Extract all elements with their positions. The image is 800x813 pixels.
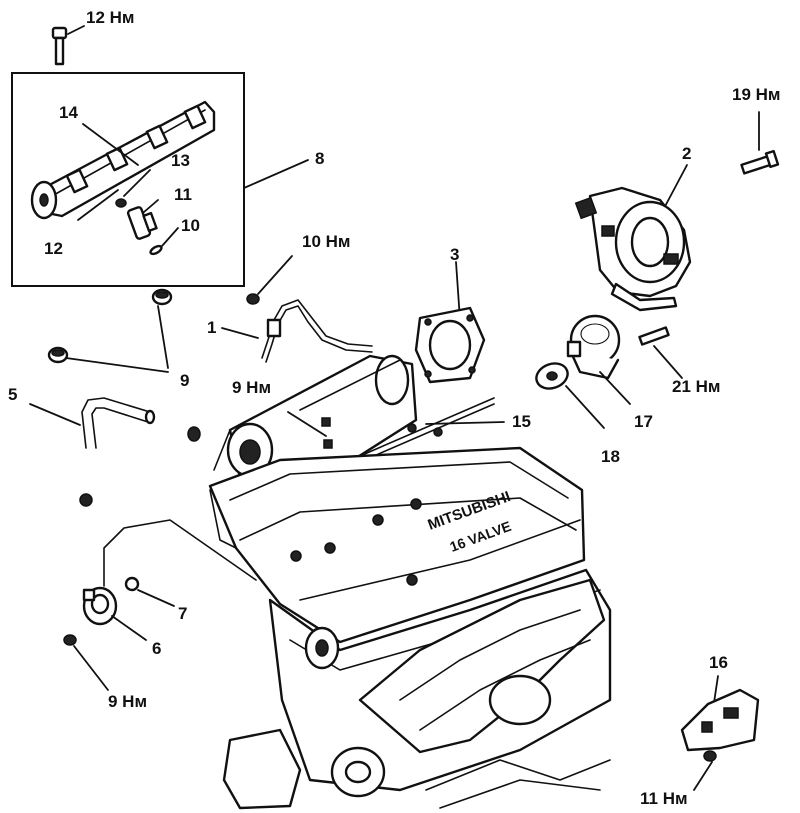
fuel-rail-inset	[11, 72, 309, 287]
callout-label: 17	[634, 412, 653, 431]
callout-label: 10	[181, 216, 200, 235]
bolt-12nm	[51, 25, 85, 66]
small-fitting	[79, 493, 93, 507]
callout-label: 12	[44, 239, 63, 258]
callout-label: 6	[152, 639, 162, 658]
callout-label: 9	[180, 371, 190, 390]
callout-label: 1	[207, 318, 217, 337]
callout-label: 11	[174, 185, 192, 204]
callout-label: 3	[450, 245, 460, 264]
pressure-regulator	[63, 519, 257, 691]
callout-label: 19 Нм	[732, 85, 781, 104]
bolt-19nm	[740, 111, 780, 175]
callout-label: 18	[601, 447, 620, 466]
callout-label: 14	[59, 103, 78, 122]
callout-label: 12 Нм	[86, 8, 135, 27]
callout-label: 9 Нм	[232, 378, 272, 397]
hose-5	[29, 397, 156, 449]
plugs-9	[47, 288, 173, 373]
callout-label: 11 Нм	[640, 789, 688, 808]
callout-label: 8	[315, 149, 325, 168]
callout-label: 15	[512, 412, 531, 431]
throttle-gasket	[414, 261, 486, 384]
engine-block	[208, 429, 612, 810]
bolt-10nm	[246, 255, 293, 305]
callout-label: 2	[682, 144, 692, 163]
bracket-16	[680, 675, 760, 791]
callout-label: 5	[8, 385, 18, 404]
callout-label: 16	[709, 653, 728, 672]
throttle-body	[574, 164, 692, 312]
callout-label: 7	[178, 604, 188, 623]
vacuum-tube-bracket	[221, 299, 373, 363]
small-fitting	[187, 426, 201, 442]
egr-gasket	[535, 362, 605, 429]
egr-valve	[566, 314, 683, 405]
callout-label: 21 Нм	[672, 377, 721, 396]
callout-label: 13	[171, 151, 190, 170]
callout-label: 9 Нм	[108, 692, 148, 711]
callout-label: 10 Нм	[302, 232, 351, 251]
